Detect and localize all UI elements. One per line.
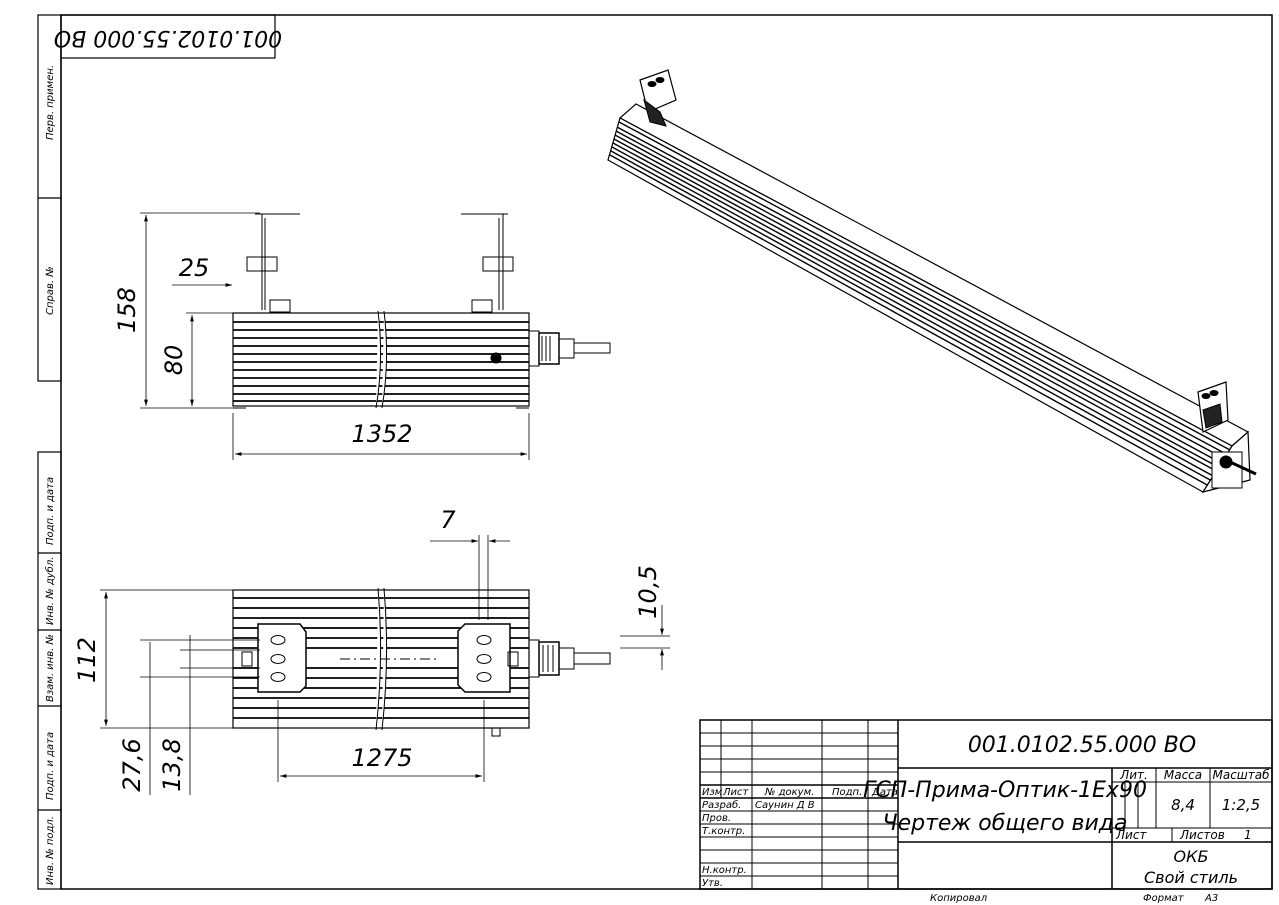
listov-value: 1 [1244, 828, 1252, 842]
row-tkontr: Т.контр. [702, 826, 745, 837]
dim-1275: 1275 [351, 744, 412, 772]
row-nkontr: Н.контр. [702, 865, 747, 876]
dim-112: 112 [73, 637, 101, 683]
side-column-labels: Перв. примен. Справ. № Подп. и дата Инв.… [44, 65, 56, 885]
doc-name: Чертеж общего вида [883, 811, 1128, 836]
dim-158: 158 [113, 287, 141, 333]
org-line-2: Свой стиль [1144, 868, 1238, 887]
lit-label: Лит. [1119, 768, 1148, 782]
razrab-name: Саунин Д В [755, 800, 815, 811]
dim-25: 25 [179, 254, 210, 282]
code-stamp-box [60, 14, 276, 59]
dim-80: 80 [160, 345, 188, 376]
row-razrab: Разраб. [702, 799, 741, 811]
dim-10-5: 10,5 [634, 565, 662, 618]
title-block-text: 001.0102.55.000 ВО ГСП-Прима-Оптик-1Ex90… [702, 733, 1270, 904]
side-column [37, 14, 62, 890]
dim-27-6: 27,6 [118, 738, 146, 791]
format-value: А3 [1204, 893, 1218, 904]
side-label-inv-dubl: Инв. № дубл. [44, 557, 56, 625]
side-label-podp2: Подп. и дата [45, 732, 56, 800]
col-izm: Изм [702, 787, 723, 798]
dim-13-8: 13,8 [158, 738, 186, 791]
top-view [232, 213, 611, 409]
isometric-view [607, 69, 1257, 493]
bottom-view [232, 587, 611, 737]
col-podp: Подп. [832, 787, 862, 798]
masshtab-value: 1:2,5 [1222, 796, 1260, 814]
massa-value: 8,4 [1171, 796, 1195, 814]
massa-label: Масса [1164, 768, 1202, 782]
top-view-dimensions [140, 212, 530, 460]
side-label-vzam: Взам. инв. № [45, 634, 56, 702]
col-data: Дата [871, 787, 898, 798]
side-label-inv-podl: Инв. № подл. [45, 816, 56, 885]
code-stamp: 001.0102.55.000 ВО [54, 25, 282, 50]
side-label-podp1: Подп. и дата [45, 477, 56, 545]
org-line-1: ОКБ [1174, 847, 1209, 866]
side-label-sprav: Справ. № [45, 266, 56, 315]
dim-7: 7 [440, 506, 456, 534]
format-label: Формат [1143, 893, 1185, 904]
product-name: ГСП-Прима-Оптик-1Ex90 [863, 778, 1147, 803]
col-list: Лист [722, 787, 750, 798]
kopiroval: Копировал [930, 893, 988, 904]
list-label: Лист [1115, 828, 1147, 842]
row-prov: Пров. [702, 813, 731, 824]
listov-label: Листов [1179, 828, 1225, 842]
row-utv: Утв. [702, 878, 723, 889]
title-block-lines [699, 719, 1273, 890]
designation: 001.0102.55.000 ВО [968, 733, 1196, 758]
col-ndoc: № докум. [764, 787, 814, 798]
dim-1352: 1352 [351, 420, 412, 448]
bottom-view-dimensions [100, 535, 670, 795]
side-label-perv: Перв. примен. [45, 65, 56, 140]
masshtab-label: Масштаб [1212, 768, 1270, 782]
